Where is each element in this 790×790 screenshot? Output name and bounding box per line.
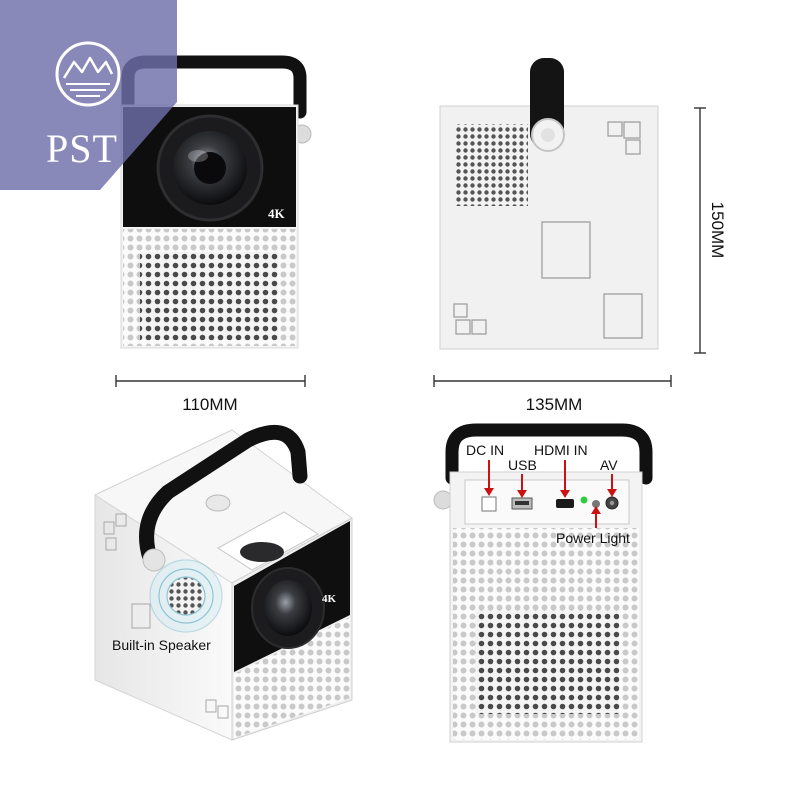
iso-top-lens: [240, 542, 284, 562]
speaker-highlight: [149, 559, 223, 633]
port-arrows: [484, 460, 617, 528]
depth-dimension: [433, 375, 672, 387]
dc-in-label: DC IN: [466, 442, 504, 458]
ports-side-knob: [433, 490, 453, 510]
width-dimension: [115, 375, 306, 387]
iso-carry-handle: [139, 424, 308, 566]
brand-logo-text: PST: [46, 126, 118, 171]
height-label: 150MM: [708, 202, 727, 259]
ports-view-projector: DC IN USB HDMI IN AV Power Light: [433, 423, 653, 743]
lens-reflection: [188, 150, 208, 162]
ports-speaker-grille: [475, 610, 619, 714]
back-vent-grille: [456, 124, 528, 206]
strap-button-inner: [541, 128, 555, 142]
ports-carry-handle: [445, 423, 653, 485]
back-square-center: [541, 221, 591, 279]
back-square-cluster-top: [607, 121, 641, 155]
power-button: [205, 494, 231, 512]
usb-label: USB: [508, 457, 537, 473]
iso-4k-badge: 4K: [322, 593, 337, 605]
front-view-projector: 4K: [120, 55, 312, 349]
back-view-projector: [439, 58, 659, 350]
iso-lens-glass: [264, 580, 312, 636]
iso-handle-knob: [142, 548, 166, 572]
iso-view-projector: 4K Built-in Speaker: [93, 424, 353, 741]
av-port-center: [609, 500, 615, 506]
av-label: AV: [600, 457, 618, 473]
front-speaker-grille: [140, 252, 278, 340]
power-light-label: Power Light: [556, 530, 630, 546]
width-label: 110MM: [182, 395, 237, 414]
usb-port-slot: [515, 501, 529, 505]
mountain-lake-logo-icon: [55, 41, 121, 107]
height-dimension: [694, 107, 706, 354]
power-led-icon: [580, 496, 588, 504]
hdmi-port-icon: [556, 499, 574, 508]
dc-port-icon: [481, 496, 497, 512]
back-square-cluster-bottom: [453, 303, 487, 335]
back-square-right: [603, 293, 643, 339]
iso-front-grille: [234, 617, 350, 738]
iso-side-squares: [103, 513, 229, 719]
front-4k-badge: 4K: [268, 206, 286, 221]
speaker-label: Built-in Speaker: [112, 637, 211, 653]
depth-label: 135MM: [526, 395, 583, 414]
lens-core: [194, 152, 226, 184]
power-led-hole: [592, 500, 600, 508]
brand-badge: PST: [0, 0, 177, 190]
hdmi-in-label: HDMI IN: [534, 442, 588, 458]
